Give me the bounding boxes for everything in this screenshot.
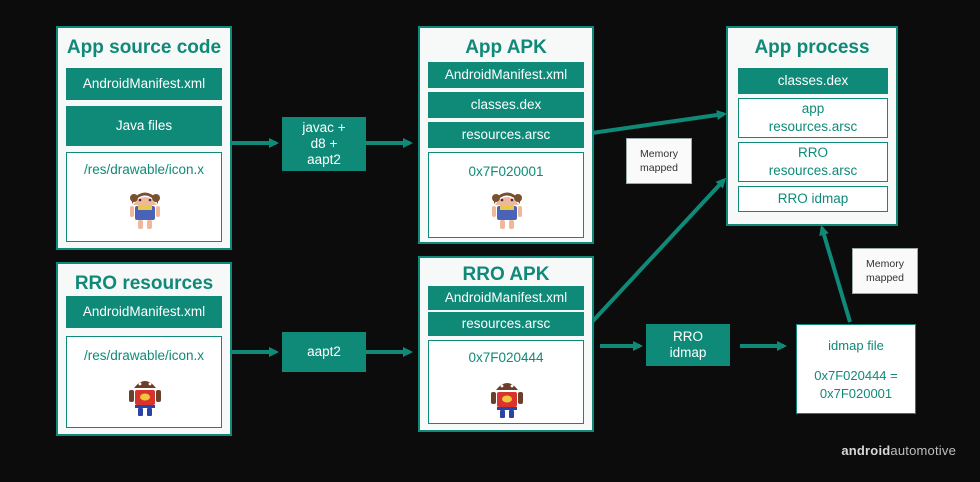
app-apk-manifest: AndroidManifest.xml <box>428 62 584 88</box>
app-source-panel: App source code AndroidManifest.xml Java… <box>56 26 232 250</box>
rro-resources-panel: RRO resources AndroidManifest.xml /res/d… <box>56 262 232 436</box>
android-hero-icon <box>491 383 523 418</box>
app-apk-resources-arsc: resources.arsc <box>428 122 584 148</box>
rro-resources-label: RRO resources.arsc <box>768 145 858 178</box>
app-source-java-files: Java files <box>66 106 222 146</box>
arrow-apk-to-process <box>591 110 727 135</box>
app-apk-title: App APK <box>465 37 547 58</box>
app-process-panel: App process classes.dex app resources.ar… <box>726 26 898 226</box>
javac-d8-aapt2-step: javac + d8 + aapt2 <box>282 117 366 171</box>
arrow-rroapk-to-process <box>590 177 727 324</box>
arrow-file-to-process <box>819 225 852 323</box>
app-source-drawable-path: /res/drawable/icon.x <box>83 162 205 177</box>
rro-resources-manifest: AndroidManifest.xml <box>66 296 222 328</box>
app-process-title: App process <box>754 37 870 58</box>
idmap-file-mapping: 0x7F020444 = 0x7F020001 <box>814 368 898 401</box>
rro-apk-resources-arsc: resources.arsc <box>428 312 584 336</box>
app-apk-classes-dex: classes.dex <box>428 92 584 118</box>
app-apk-panel: App APK AndroidManifest.xml classes.dex … <box>418 26 594 244</box>
rro-apk-panel: RRO APK AndroidManifest.xml resources.ar… <box>418 256 594 432</box>
android-girl-icon <box>492 192 522 229</box>
rro-apk-resource-box: 0x7F020444 <box>428 340 584 424</box>
aapt2-step: aapt2 <box>282 332 366 372</box>
app-resources-label: app resources.arsc <box>768 101 858 134</box>
app-process-classes-dex: classes.dex <box>738 68 888 94</box>
brand-android: android <box>841 443 891 458</box>
idmap-file-title: idmap file <box>828 338 884 353</box>
app-source-drawable-box: /res/drawable/icon.x <box>66 152 222 242</box>
javac-step-label: javac + d8 + aapt2 <box>302 119 346 168</box>
app-apk-resource-id: 0x7F020001 <box>468 164 544 179</box>
memory-mapped-note-2: Memory mapped <box>852 248 918 294</box>
app-source-manifest: AndroidManifest.xml <box>66 68 222 100</box>
android-girl-icon <box>130 192 160 229</box>
rro-apk-resource-id: 0x7F020444 <box>468 350 544 365</box>
app-apk-resource-box: 0x7F020001 <box>428 152 584 238</box>
android-automotive-logo: androidautomotive <box>841 443 956 458</box>
rro-resources-drawable-path: /res/drawable/icon.x <box>83 348 205 363</box>
app-source-title: App source code <box>66 37 222 58</box>
app-process-rro-resources: RRO resources.arsc <box>738 142 888 182</box>
rro-resources-title: RRO resources <box>74 273 214 294</box>
memory-mapped-label-1: Memory mapped <box>640 147 678 174</box>
rro-resources-drawable-box: /res/drawable/icon.x <box>66 336 222 428</box>
android-hero-icon <box>129 381 161 416</box>
memory-mapped-note-1: Memory mapped <box>626 138 692 184</box>
app-process-app-resources: app resources.arsc <box>738 98 888 138</box>
idmap-file-box: idmap file 0x7F020444 = 0x7F020001 <box>796 324 916 414</box>
rro-idmap-step: RRO idmap <box>646 324 730 366</box>
rro-apk-title: RRO APK <box>462 264 550 285</box>
app-process-rro-idmap: RRO idmap <box>738 186 888 212</box>
rro-apk-manifest: AndroidManifest.xml <box>428 286 584 310</box>
rro-idmap-step-label: RRO idmap <box>669 328 707 360</box>
memory-mapped-label-2: Memory mapped <box>866 257 904 284</box>
brand-automotive: automotive <box>890 443 956 458</box>
